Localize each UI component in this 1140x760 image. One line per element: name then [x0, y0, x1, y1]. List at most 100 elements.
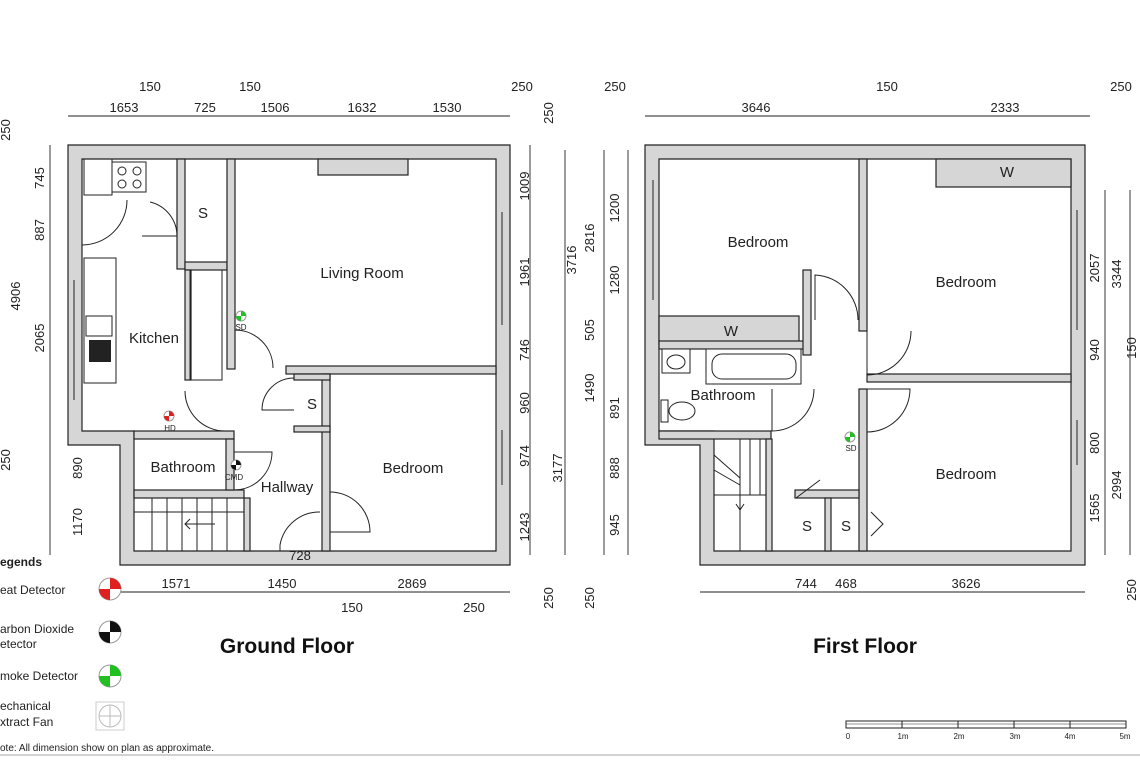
living-room-label: Living Room [320, 265, 403, 282]
kitchen-unit [189, 269, 223, 381]
heat-detector-icon [98, 577, 122, 601]
gf-left-dim-6: 250 [0, 449, 13, 471]
gf-top-dim-8: 1530 [433, 100, 462, 115]
bathroom-bottom-wall [658, 430, 772, 440]
gf-bathroom-label: Bathroom [150, 459, 215, 476]
gf-top-dim-1: 150 [139, 79, 161, 94]
smoke-detector-icon [98, 664, 122, 688]
ff-left-dim-8: 945 [607, 514, 622, 536]
scale-label-3: 3m [1009, 732, 1020, 741]
gf-cmd-label: CMD [225, 473, 243, 482]
gf-bottom-dim-7: 250 [541, 587, 556, 609]
ff-bedroom-2-label: Bedroom [936, 274, 997, 291]
stair-wall [243, 497, 251, 552]
gf-right-dim-3: 3716 [564, 246, 579, 275]
ff-right-dim-2: 3344 [1109, 260, 1124, 289]
gf-right-dim-5: 746 [517, 339, 532, 361]
ff-bottom-dim-2: 468 [835, 576, 857, 591]
kitchen-sink [85, 315, 113, 362]
gf-left-dim-4: 4906 [8, 282, 23, 311]
gf-bottom-dim-6: 250 [463, 600, 485, 615]
ff-wardrobe-2-label: W [1000, 164, 1015, 181]
living-room-left-wall [226, 158, 236, 370]
ff-sd-label: SD [845, 444, 856, 453]
kitchen-counter-top [83, 158, 113, 196]
ground-floor-doors [81, 199, 371, 551]
first-floor-title: First Floor [813, 635, 917, 658]
bathroom-top-wall [658, 340, 810, 350]
bathroom-top-wall [133, 430, 235, 440]
bathroom-basin [661, 348, 691, 374]
scale-label-0: 0 [846, 732, 851, 741]
gf-right-dim-1: 250 [541, 102, 556, 124]
ff-right-dim-5: 800 [1087, 432, 1102, 454]
gf-top-dim-3: 250 [511, 79, 533, 94]
gf-top-dim-7: 1632 [348, 100, 377, 115]
gf-top-dim-5: 725 [194, 100, 216, 115]
gf-left-dim-8: 1170 [70, 508, 85, 536]
ff-store-1-label: S [802, 518, 812, 535]
gf-top-dim-6: 1506 [261, 100, 290, 115]
kitchen-hob [111, 161, 147, 193]
ff-top-dim-5: 2333 [991, 100, 1020, 115]
gf-bedroom-label: Bedroom [383, 460, 444, 477]
ff-right-dim-8: 250 [1124, 579, 1139, 601]
ff-left-dim-2: 1200 [607, 194, 622, 223]
kitchen-inner-wall [184, 269, 192, 381]
gf-bottom-dim-3: 2869 [398, 576, 427, 591]
ff-right-dim-1: 2057 [1087, 254, 1102, 283]
ff-bedroom-1-label: Bedroom [728, 234, 789, 251]
gf-right-dim-7: 974 [517, 445, 532, 467]
gf-top-dim-4: 1653 [110, 100, 139, 115]
ground-floor-outer-wall [67, 144, 511, 566]
ff-left-dim-1: 2816 [582, 224, 597, 253]
gf-right-dim-2: 1009 [517, 172, 532, 201]
ff-bathroom-label: Bathroom [690, 387, 755, 404]
toilet [660, 399, 696, 423]
store-bottom-wall-2 [293, 425, 331, 433]
gf-bottom-dim-5: 150 [341, 600, 363, 615]
legend-item-4-label-2: xtract Fan [0, 715, 53, 729]
gf-right-dim-8: 3177 [550, 454, 565, 483]
carbon-dioxide-detector-icon [98, 620, 122, 644]
landing-wall [802, 269, 812, 356]
dimension-lines [49, 115, 1131, 593]
kitchen-label: Kitchen [129, 330, 179, 347]
first-floor-doors [771, 274, 912, 537]
gf-top-dim-2: 150 [239, 79, 261, 94]
ff-store-2-label: S [841, 518, 851, 535]
store-bottom-wall [184, 261, 228, 271]
hallway-label: Hallway [261, 479, 314, 496]
ff-left-dim-5: 1490 [582, 374, 597, 403]
ff-right-dim-3: 940 [1087, 339, 1102, 361]
store-divider [824, 497, 832, 552]
ff-wardrobe-1-label: W [724, 323, 739, 340]
scale-label-5: 5m [1119, 732, 1130, 741]
ff-left-dim-7: 888 [607, 457, 622, 479]
ff-left-dim-3: 1280 [607, 266, 622, 295]
bedroom-3-left-wall [858, 388, 868, 552]
ff-bottom-dim-3: 3626 [952, 576, 981, 591]
first-floor-stairs [713, 439, 766, 551]
bedroom-split-wall [866, 373, 1072, 383]
store-top-wall [293, 373, 331, 381]
kitchen-counter [83, 257, 117, 384]
ff-left-dim-6: 891 [607, 397, 622, 419]
ff-left-dim-9: 250 [582, 587, 597, 609]
gf-left-dim-3: 887 [32, 219, 47, 241]
ground-floor-stairs [134, 498, 244, 551]
legend-item-2-label-2: etector [0, 637, 37, 651]
chimney-breast [317, 158, 409, 176]
scale-bar [845, 720, 1127, 729]
ff-right-dim-7: 1565 [1087, 494, 1102, 523]
scale-label-4: 4m [1064, 732, 1075, 741]
gf-left-dim-2: 745 [32, 167, 47, 189]
ground-floor-plan [67, 144, 511, 566]
scale-label-2: 2m [953, 732, 964, 741]
gf-sd-label: SD [235, 323, 246, 332]
ff-right-dim-4: 150 [1124, 337, 1139, 359]
gf-left-dim-5: 2065 [32, 324, 47, 353]
ff-top-dim-1: 250 [604, 79, 626, 94]
gf-bottom-dim-2: 1450 [268, 576, 297, 591]
ff-bedroom-3-label: Bedroom [936, 466, 997, 483]
